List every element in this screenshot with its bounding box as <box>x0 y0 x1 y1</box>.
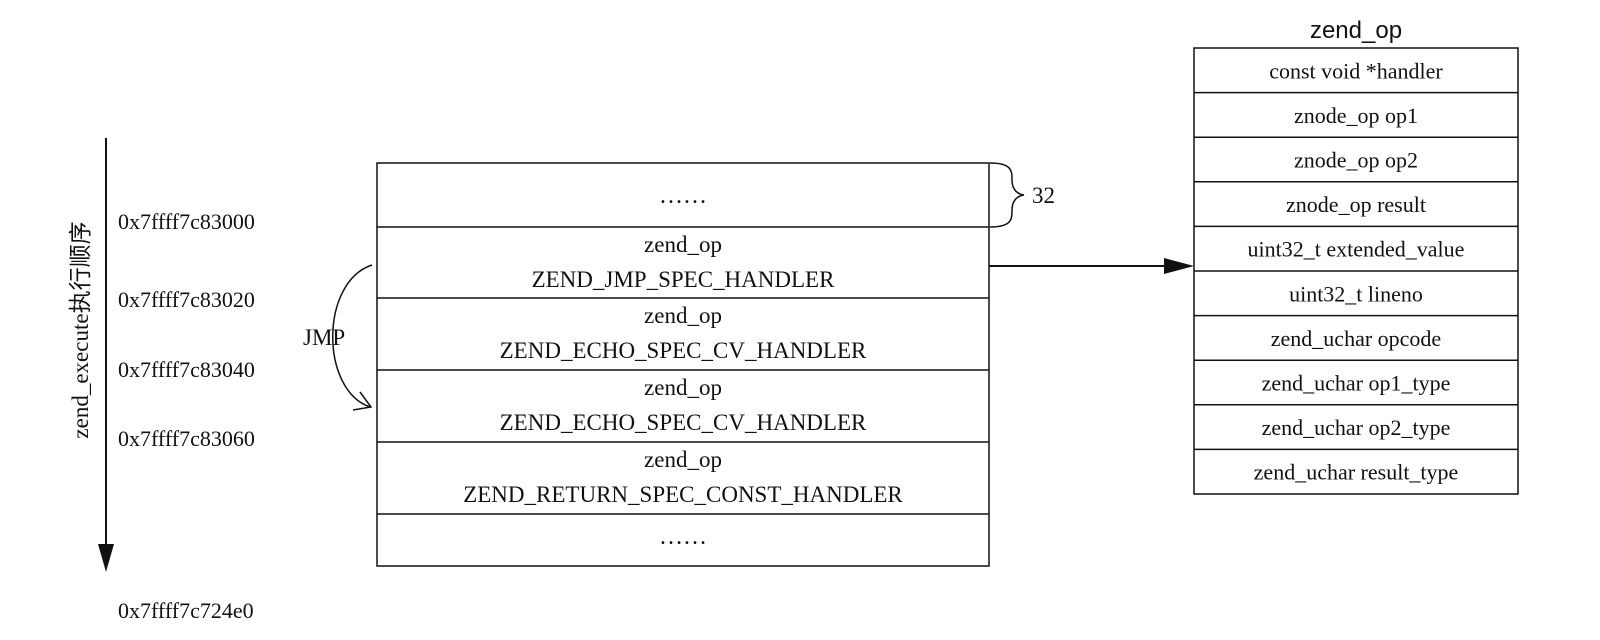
struct-field: zend_uchar op2_type <box>1262 415 1451 440</box>
address-label: 0x7ffff7c83040 <box>118 357 255 382</box>
struct-field: uint32_t lineno <box>1289 281 1423 306</box>
address-label: 0x7ffff7c83060 <box>118 426 255 451</box>
struct-field: znode_op op1 <box>1294 103 1418 128</box>
size-label: 32 <box>1032 183 1055 208</box>
opcode-row-type: zend_op <box>644 303 722 328</box>
struct-field: znode_op result <box>1286 192 1426 217</box>
execution-axis-arrowhead <box>98 544 114 572</box>
opcode-row-type: zend_op <box>644 447 722 472</box>
opcode-row: zend_op ZEND_ECHO_SPEC_CV_HANDLER <box>500 303 867 363</box>
opcode-array-frame <box>376 162 990 567</box>
opcode-row-type: zend_op <box>644 375 722 400</box>
address-label: 0x7ffff7c83020 <box>118 287 255 312</box>
jmp-arc <box>332 264 373 408</box>
opcode-row-handler: ZEND_ECHO_SPEC_CV_HANDLER <box>500 338 867 363</box>
execution-axis-label: zend_execute执行顺序 <box>68 221 93 438</box>
struct-title: zend_op <box>1310 17 1402 44</box>
struct-field: zend_uchar op1_type <box>1262 371 1451 396</box>
opcode-row: zend_op ZEND_ECHO_SPEC_CV_HANDLER <box>500 375 867 435</box>
opcode-row-handler: ZEND_JMP_SPEC_HANDLER <box>532 267 836 292</box>
zend-op-struct: zend_op const void *handler znode_op op1 z… <box>1193 17 1519 495</box>
struct-field: uint32_t extended_value <box>1248 237 1465 262</box>
jmp-label: JMP <box>303 325 345 350</box>
bottom-ellipsis: …… <box>659 524 707 550</box>
opcode-array: …… zend_op ZEND_JMP_SPEC_HANDLER zend_op… <box>376 162 990 567</box>
opcode-row-handler: ZEND_ECHO_SPEC_CV_HANDLER <box>500 410 867 435</box>
size-brace <box>989 162 1025 228</box>
opcode-row-type: zend_op <box>644 232 722 257</box>
opcode-row: zend_op ZEND_RETURN_SPEC_CONST_HANDLER <box>463 447 903 507</box>
struct-field: znode_op op2 <box>1294 148 1418 173</box>
address-label: 0x7ffff7c724e0 <box>118 598 254 623</box>
opcode-row: zend_op ZEND_JMP_SPEC_HANDLER <box>532 232 836 292</box>
struct-field: zend_uchar result_type <box>1254 460 1459 485</box>
address-label: 0x7ffff7c83000 <box>118 209 255 234</box>
top-ellipsis: …… <box>659 183 707 209</box>
struct-field: const void *handler <box>1269 58 1443 83</box>
struct-field: zend_uchar opcode <box>1271 326 1441 351</box>
jmp-arrowhead <box>352 391 373 411</box>
opcode-row-handler: ZEND_RETURN_SPEC_CONST_HANDLER <box>463 482 903 507</box>
struct-pointer-arrowhead <box>1164 258 1194 274</box>
